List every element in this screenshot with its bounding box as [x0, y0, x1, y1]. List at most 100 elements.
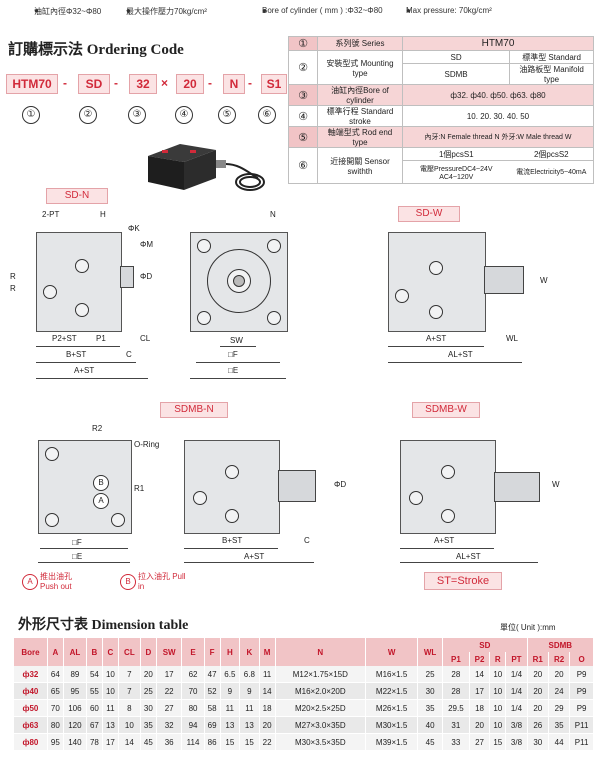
sdmb-n-title: SDMB-N	[160, 402, 228, 418]
bolt-hole-icon	[111, 513, 125, 527]
dimension-line	[388, 346, 484, 347]
col-header: O	[569, 652, 594, 666]
table-cell: 11	[220, 699, 241, 717]
port-hole-icon	[75, 303, 89, 317]
table-cell: 14	[469, 666, 491, 683]
bolt-hole-icon	[267, 239, 281, 253]
table-cell: 32	[156, 716, 183, 734]
sdmb-w-rod	[494, 472, 540, 502]
table-cell: 30	[527, 733, 549, 751]
table-cell: 52	[204, 682, 221, 700]
table-cell: 45	[140, 733, 157, 751]
table-cell: 70	[181, 682, 205, 700]
table-cell: 8	[118, 699, 141, 717]
spec-value: 油路板型 Manifold type	[509, 63, 594, 85]
label-alst: AL+ST	[456, 552, 481, 561]
bolt-hole-icon	[267, 311, 281, 325]
table-cell: 1/4	[505, 666, 528, 683]
label-cl: CL	[140, 334, 151, 343]
spec-label: 軸端型式 Rod end type	[317, 126, 403, 148]
dimension-line	[40, 548, 128, 549]
label-bst: B+ST	[222, 536, 243, 545]
sdmb-w-body	[400, 440, 496, 534]
table-cell: 33	[442, 733, 470, 751]
spec-label: 近接開關 Sensor swithth	[317, 147, 403, 184]
sd-w-rod	[484, 266, 524, 294]
port-hole-icon	[441, 465, 455, 479]
spec-value: 10. 20. 30. 40. 50	[402, 105, 594, 127]
bore-cell: ф50	[14, 699, 48, 717]
table-cell: 11	[259, 666, 276, 683]
col-header: P1	[442, 652, 470, 666]
bore-cell: ф63	[14, 716, 48, 734]
col-header: M	[259, 638, 276, 666]
table-cell: 24	[548, 682, 571, 700]
code-separator: -	[114, 76, 118, 90]
label-p2st: P2+ST	[52, 334, 77, 343]
dimension-line	[388, 362, 522, 363]
table-cell: 18	[259, 699, 276, 717]
label-n: N	[270, 210, 276, 219]
table-cell: 1/4	[505, 699, 528, 717]
table-cell: 13	[102, 716, 119, 734]
bore-cell: ф40	[14, 682, 48, 700]
table-cell: 10	[489, 682, 507, 700]
spec-index: ⑥	[288, 147, 318, 184]
table-cell: P11	[569, 716, 594, 734]
front-view-body	[190, 232, 288, 332]
col-header: P2	[469, 652, 491, 666]
table-cell: 20	[259, 716, 276, 734]
dimension-line	[36, 346, 120, 347]
table-cell: 20	[469, 716, 491, 734]
table-cell: 10	[489, 666, 507, 683]
table-cell: 15	[239, 733, 260, 751]
table-cell: 17	[469, 682, 491, 700]
col-header: F	[204, 638, 221, 666]
spec-row-mounting-2: SDMB 油路板型 Manifold type	[289, 63, 594, 85]
table-cell: 3/8	[505, 716, 528, 734]
table-cell: 15	[220, 733, 241, 751]
table-cell: 22	[156, 682, 183, 700]
port-hole-icon	[225, 509, 239, 523]
dimension-line	[184, 548, 278, 549]
col-header: Bore	[14, 638, 48, 666]
table-cell: 3/8	[505, 733, 528, 751]
spec-row-sensor-2: 電壓PressureDC4~24V AC4~120V 電流Electricity…	[289, 160, 594, 184]
table-cell: 22	[259, 733, 276, 751]
sd-n-body	[36, 232, 122, 332]
dimension-line	[196, 362, 280, 363]
table-cell: 20	[527, 666, 549, 683]
table-cell: 7	[118, 682, 141, 700]
cylinder-photo-icon	[148, 144, 265, 191]
dimension-line	[184, 562, 314, 563]
table-cell: M27×3.0×35D	[275, 716, 367, 734]
label-w: W	[552, 480, 560, 489]
code-number-2: ②	[79, 106, 97, 124]
spec-row-bore: ③ 油缸內徑Bore of cylinder ф32. ф40. ф50. ф6…	[288, 84, 594, 106]
spec-row-stroke: ④ 標準行程 Standard stroke 10. 20. 30. 40. 5…	[288, 105, 594, 127]
spec-value: 電流Electricity5~40mA	[509, 160, 594, 184]
port-hole-icon	[409, 491, 423, 505]
label-k: ΦK	[128, 224, 140, 233]
col-header: K	[239, 638, 260, 666]
group-header-sd: SD	[442, 638, 528, 652]
table-cell: 80	[47, 716, 64, 734]
spec-value: 2個pcsS2	[509, 147, 594, 161]
table-cell: P9	[569, 699, 594, 717]
table-cell: 31	[442, 716, 470, 734]
spec-value: SDMB	[401, 63, 511, 85]
table-cell: 11	[239, 699, 260, 717]
col-header: WL	[417, 638, 444, 666]
table-cell: 67	[86, 716, 103, 734]
table-cell: 20	[140, 666, 157, 683]
label-bst: B+ST	[66, 350, 87, 359]
table-cell: 69	[204, 716, 221, 734]
spec-label: 系列號 Series	[317, 36, 403, 51]
table-cell: 6.5	[220, 666, 241, 683]
port-b-icon: B	[93, 475, 109, 491]
port-hole-icon	[193, 491, 207, 505]
code-number-3: ③	[128, 106, 146, 124]
col-header: B	[86, 638, 103, 666]
